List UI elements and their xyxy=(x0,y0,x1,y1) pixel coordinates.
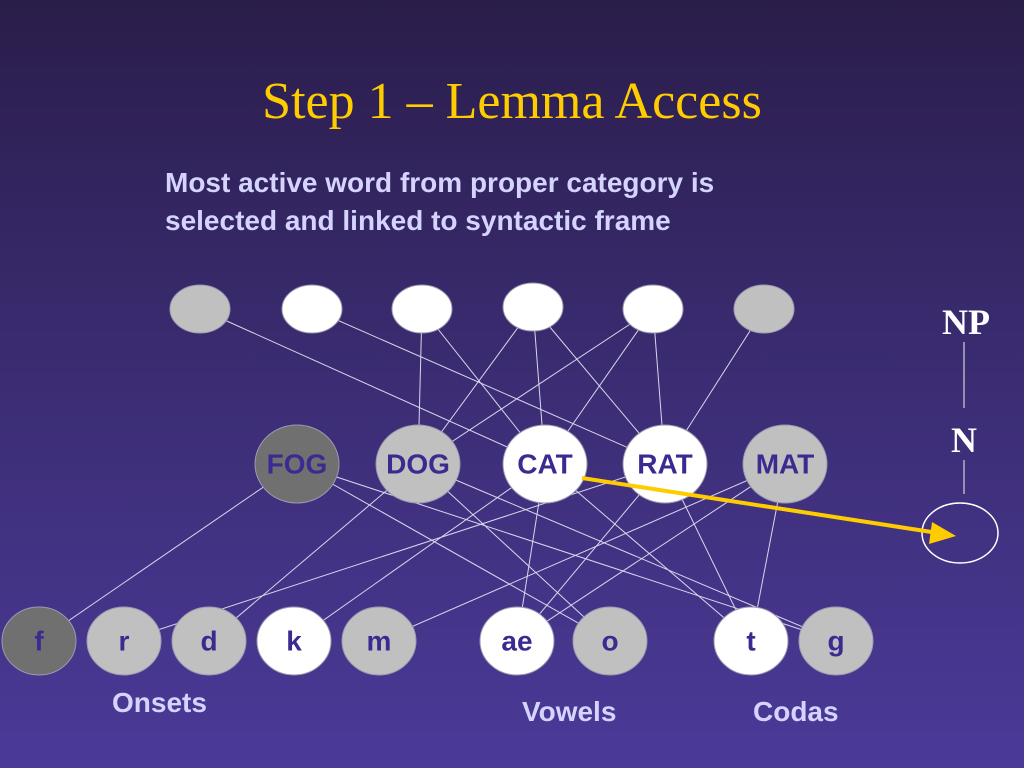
codas-label: Codas xyxy=(753,696,839,727)
phoneme-circle-g xyxy=(798,606,874,676)
lemma-node-l1 xyxy=(169,284,231,334)
lemma-node-l5 xyxy=(622,284,684,334)
phoneme-label-f: f xyxy=(34,626,44,657)
word-circle-fog xyxy=(254,424,340,504)
phoneme-label-t: t xyxy=(746,626,755,657)
lemma-node-l6 xyxy=(733,284,795,334)
edge-mat-m xyxy=(378,463,786,642)
word-node-fog: FOG xyxy=(254,424,340,504)
vowels-label: Vowels xyxy=(522,696,616,727)
n-label: N xyxy=(951,420,977,460)
word-node-mat: MAT xyxy=(742,424,828,504)
word-label-fog: FOG xyxy=(267,449,328,480)
edge-cat-k xyxy=(293,463,546,642)
lemma-node-l2 xyxy=(281,284,343,334)
word-node-cat: CAT xyxy=(502,424,588,504)
phoneme-circle-k xyxy=(256,606,332,676)
phoneme-node-t: t xyxy=(713,606,789,676)
edge-cat-t xyxy=(544,463,752,642)
phoneme-label-d: d xyxy=(200,626,217,657)
phoneme-node-d: d xyxy=(171,606,247,676)
noun-slot xyxy=(921,502,999,564)
word-label-cat: CAT xyxy=(517,449,572,480)
phoneme-circle-o xyxy=(572,606,648,676)
edge-fog-f xyxy=(38,463,298,642)
phoneme-label-r: r xyxy=(119,626,130,657)
phoneme-circle-f xyxy=(1,606,77,676)
word-circle-mat xyxy=(742,424,828,504)
lemma-node-l4 xyxy=(502,282,564,332)
edge-fog-o xyxy=(296,463,611,642)
phoneme-circle-m xyxy=(341,606,417,676)
phoneme-circle-t xyxy=(713,606,789,676)
phoneme-node-f: f xyxy=(1,606,77,676)
phoneme-node-m: m xyxy=(341,606,417,676)
phoneme-node-ae: ae xyxy=(479,606,555,676)
phoneme-circle-ae xyxy=(479,606,555,676)
onsets-label: Onsets xyxy=(112,687,207,718)
slide-title: Step 1 – Lemma Access xyxy=(262,73,762,130)
word-circle-rat xyxy=(622,424,708,504)
edge-l1-cat xyxy=(199,308,546,465)
word-circle-cat xyxy=(502,424,588,504)
word-label-mat: MAT xyxy=(756,449,815,480)
link-arrow-line xyxy=(581,476,939,535)
phoneme-label-m: m xyxy=(367,626,392,657)
phoneme-node-o: o xyxy=(572,606,648,676)
network-nodes: FOG DOG CAT RAT MAT f r d k m ae o t g xyxy=(1,282,874,676)
word-node-rat: RAT xyxy=(622,424,708,504)
subtitle-line-1: Most active word from proper category is xyxy=(165,167,715,198)
edge-dog-d xyxy=(208,463,419,642)
phoneme-label-ae: ae xyxy=(501,626,532,657)
link-arrowhead xyxy=(929,522,956,544)
phoneme-label-k: k xyxy=(286,626,302,657)
np-label: NP xyxy=(942,302,990,342)
phoneme-node-r: r xyxy=(86,606,162,676)
lemma-node-l3 xyxy=(391,284,453,334)
word-node-dog: DOG xyxy=(375,424,461,504)
phoneme-label-o: o xyxy=(601,626,618,657)
word-label-rat: RAT xyxy=(637,449,692,480)
phoneme-circle-r xyxy=(86,606,162,676)
phoneme-label-g: g xyxy=(827,626,844,657)
word-circle-dog xyxy=(375,424,461,504)
edge-dog-o xyxy=(417,463,611,642)
phoneme-node-k: k xyxy=(256,606,332,676)
subtitle-line-2: selected and linked to syntactic frame xyxy=(165,205,671,236)
edge-mat-ae xyxy=(516,463,786,642)
edge-l2-rat xyxy=(311,308,666,465)
phoneme-node-g: g xyxy=(798,606,874,676)
word-label-dog: DOG xyxy=(386,449,450,480)
slide-subtitle: Most active word from proper category is… xyxy=(165,164,925,240)
phoneme-circle-d xyxy=(171,606,247,676)
edge-l5-dog xyxy=(417,308,654,465)
